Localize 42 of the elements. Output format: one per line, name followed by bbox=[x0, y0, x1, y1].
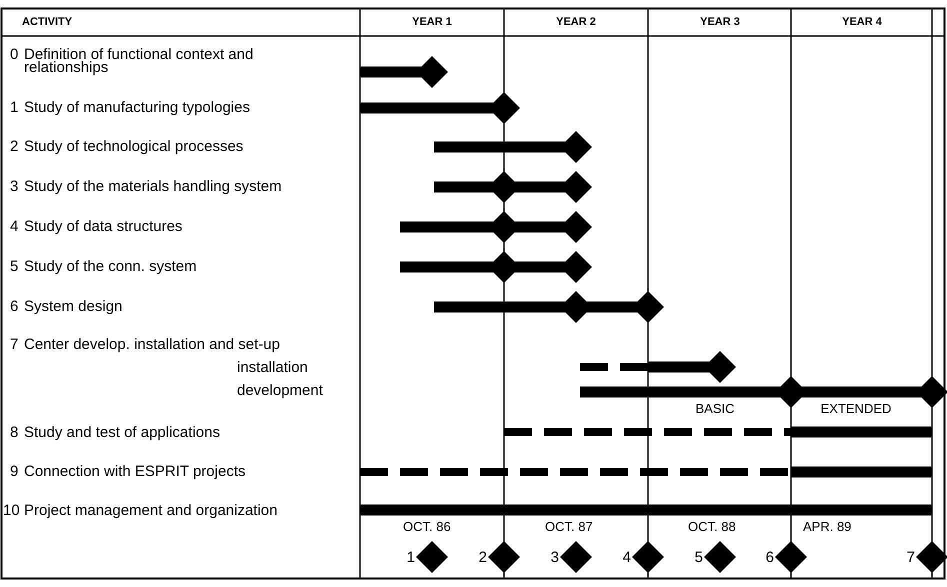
activity-number: 5 bbox=[10, 260, 18, 274]
activity-number: 0 bbox=[10, 48, 18, 62]
column-header: YEAR 1 bbox=[412, 15, 452, 29]
activity-label: Study of the conn. system bbox=[24, 260, 197, 274]
activity-number: 1 bbox=[10, 101, 18, 115]
activity-number: 4 bbox=[10, 220, 18, 234]
column-header: YEAR 3 bbox=[700, 15, 740, 29]
activity-number: 2 bbox=[10, 140, 18, 154]
milestone-number: 4 bbox=[622, 551, 631, 565]
activity-number: 7 bbox=[10, 338, 18, 352]
activity-label: Project management and organization bbox=[24, 504, 278, 518]
activity-label: Study and test of applications bbox=[24, 426, 220, 440]
date-label: OCT. 88 bbox=[688, 520, 736, 534]
activity-label: Study of data structures bbox=[24, 220, 182, 234]
activity-label: System design bbox=[24, 300, 122, 314]
milestone-number: 1 bbox=[406, 551, 415, 565]
activity-label: Study of manufacturing typologies bbox=[24, 101, 250, 115]
date-label: APR. 89 bbox=[803, 520, 852, 534]
milestone-number: 2 bbox=[478, 551, 487, 565]
date-label: OCT. 87 bbox=[545, 520, 593, 534]
milestone-number: 6 bbox=[766, 551, 774, 565]
activity-label: Center develop. installation and set-up bbox=[24, 338, 280, 352]
sub-activity-label: development bbox=[237, 384, 323, 398]
milestone-number: 5 bbox=[694, 551, 703, 565]
column-header: YEAR 4 bbox=[842, 15, 882, 29]
date-label: OCT. 86 bbox=[403, 520, 451, 534]
activity-label: Study of the materials handling system bbox=[24, 180, 282, 194]
activity-number: 8 bbox=[10, 426, 18, 440]
activity-number: 9 bbox=[10, 465, 18, 479]
column-header: ACTIVITY bbox=[22, 15, 72, 29]
phase-label: BASIC bbox=[696, 402, 734, 416]
activity-label: Study of technological processes bbox=[24, 140, 244, 154]
milestone-number: 3 bbox=[550, 551, 559, 565]
phase-label: EXTENDED bbox=[820, 402, 892, 416]
column-header: YEAR 2 bbox=[556, 15, 596, 29]
activity-number: 3 bbox=[10, 180, 18, 194]
activity-number: 6 bbox=[10, 300, 18, 314]
milestone-number: 7 bbox=[906, 551, 915, 565]
sub-activity-label: installation bbox=[237, 361, 308, 375]
activity-number: 10 bbox=[3, 504, 20, 518]
activity-label: Connection with ESPRIT projects bbox=[24, 465, 246, 479]
activity-label: Definition of functional context and relationships bbox=[24, 48, 254, 74]
